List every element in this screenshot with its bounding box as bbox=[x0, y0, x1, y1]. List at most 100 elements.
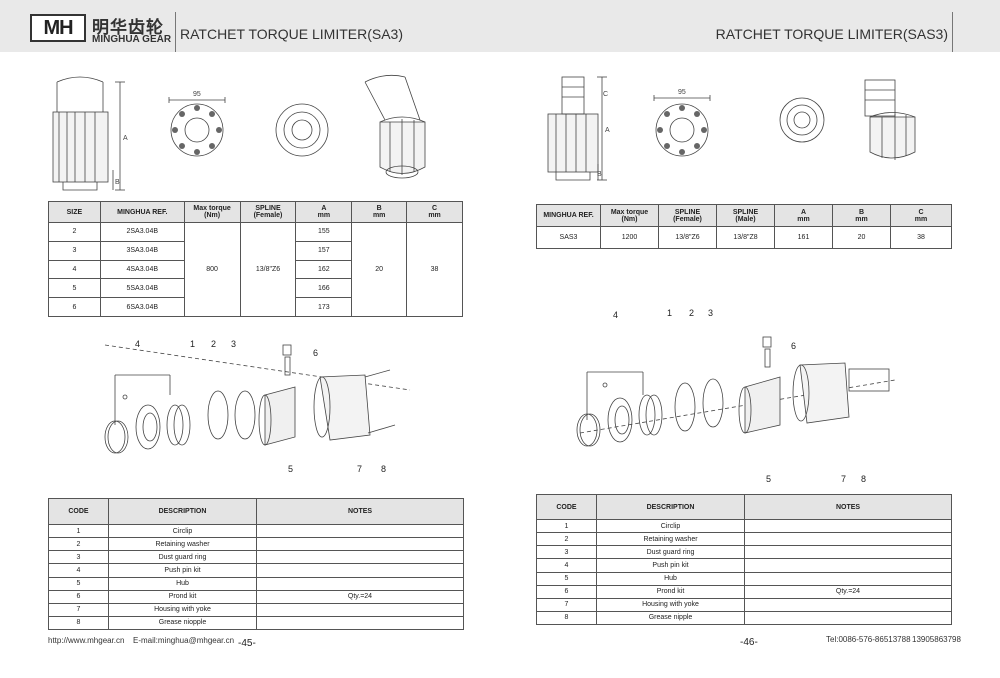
callout-1: 1 bbox=[667, 308, 673, 318]
footer-website: http://www.mhgear.cn bbox=[48, 636, 125, 645]
cell-code: 3 bbox=[48, 550, 109, 565]
cell-description: Grease niopple bbox=[108, 615, 257, 631]
footer-mobile: 13905863798 bbox=[912, 635, 961, 644]
cell-notes bbox=[256, 523, 464, 539]
col-header-size: SIZE bbox=[48, 201, 101, 223]
sa3-technical-drawing: 95 A B bbox=[52, 74, 426, 191]
page-number-right: -46- bbox=[740, 637, 758, 648]
cell-size: 6 bbox=[48, 297, 101, 317]
cell-a: 162 bbox=[295, 259, 353, 280]
cell-code: 7 bbox=[48, 602, 109, 617]
logo-english-name: MINGHUA GEAR bbox=[92, 34, 172, 45]
cell-notes bbox=[744, 518, 952, 534]
cell-b: 20 bbox=[832, 226, 891, 249]
cell-spline-male: 13/8"Z8 bbox=[716, 226, 775, 249]
cell-code: 3 bbox=[536, 545, 597, 560]
table-row: SAS3 1200 13/8"Z6 13/8"Z8 161 20 38 bbox=[536, 226, 952, 249]
logo-chinese-name: 明华齿轮 bbox=[92, 18, 164, 38]
header-divider bbox=[175, 12, 176, 52]
cell-notes bbox=[256, 576, 464, 591]
cell-description: Retaining washer bbox=[108, 537, 257, 552]
cell-notes: Qty.=24 bbox=[256, 589, 464, 604]
dim-95-label: 95 bbox=[678, 89, 686, 96]
col-header-b: B mm bbox=[351, 201, 408, 223]
cell-a: 166 bbox=[295, 278, 353, 299]
cell-spline-female: 13/8"Z6 bbox=[658, 226, 717, 249]
cell-description: Housing with yoke bbox=[108, 602, 257, 617]
cell-description: Hub bbox=[108, 576, 257, 591]
callout-5: 5 bbox=[766, 474, 772, 484]
col-header-code: CODE bbox=[48, 498, 109, 525]
callout-4: 4 bbox=[135, 339, 141, 349]
callout-5: 5 bbox=[288, 464, 294, 474]
cell-code: 2 bbox=[536, 532, 597, 547]
page-title-right: RATCHET TORQUE LIMITER(SAS3) bbox=[715, 26, 948, 42]
dim-b-label: B bbox=[115, 179, 120, 186]
cell-notes bbox=[744, 545, 952, 560]
col-header-spline-male: SPLINE (Male) bbox=[716, 204, 775, 227]
sas3-technical-drawing: 95 A C B bbox=[547, 76, 916, 181]
table-row: 2 2SA3.04B 800 13/8"Z6 155 20 38 bbox=[48, 222, 463, 317]
callout-6: 6 bbox=[791, 341, 797, 351]
cell-code: 2 bbox=[48, 537, 109, 552]
cell-c: 38 bbox=[406, 222, 463, 317]
col-header-ref: MINGHUA REF. bbox=[536, 204, 601, 227]
cell-description: Circlip bbox=[108, 523, 257, 539]
cell-description: Prond kit bbox=[596, 584, 745, 599]
cell-notes: Qty.=24 bbox=[744, 584, 952, 599]
cell-ref: SAS3 bbox=[536, 226, 601, 249]
cell-c: 38 bbox=[890, 226, 952, 249]
cell-code: 6 bbox=[48, 589, 109, 604]
cell-notes bbox=[744, 610, 952, 626]
col-header-max-torque: Max torque (Nm) bbox=[183, 201, 241, 223]
cell-description: Dust guard ring bbox=[596, 545, 745, 560]
header-divider-right bbox=[952, 12, 953, 52]
col-header-spline-female: SPLINE (Female) bbox=[239, 201, 297, 223]
cell-code: 7 bbox=[536, 597, 597, 612]
cell-ref: 5SA3.04B bbox=[99, 278, 185, 299]
cell-code: 5 bbox=[536, 571, 597, 586]
callout-4: 4 bbox=[613, 310, 619, 320]
cell-notes bbox=[256, 602, 464, 617]
cell-ref: 4SA3.04B bbox=[99, 259, 185, 280]
cell-description: Circlip bbox=[596, 518, 745, 534]
cell-code: 8 bbox=[536, 610, 597, 626]
cell-description: Retaining washer bbox=[596, 532, 745, 547]
cell-notes bbox=[256, 615, 464, 631]
callout-8: 8 bbox=[381, 464, 387, 474]
cell-notes bbox=[256, 563, 464, 578]
cell-a: 173 bbox=[295, 297, 353, 317]
cell-ref: 3SA3.04B bbox=[99, 240, 185, 261]
cell-notes bbox=[256, 537, 464, 552]
footer-email: E-mail:minghua@mhgear.cn bbox=[133, 636, 235, 645]
callout-7: 7 bbox=[841, 474, 847, 484]
cell-a: 157 bbox=[295, 240, 353, 261]
cell-spline: 13/8"Z6 bbox=[239, 222, 297, 317]
table-row: 6 6SA3.04B 173 bbox=[48, 297, 463, 317]
cell-ref: 2SA3.04B bbox=[99, 222, 185, 242]
cell-description: Hub bbox=[596, 571, 745, 586]
cell-b: 20 bbox=[351, 222, 408, 317]
cell-description: Housing with yoke bbox=[596, 597, 745, 612]
cell-code: 8 bbox=[48, 615, 109, 631]
cell-a: 155 bbox=[295, 222, 353, 242]
col-header-notes: NOTES bbox=[744, 494, 952, 520]
cell-description: Push pin kit bbox=[108, 563, 257, 578]
cell-size: 3 bbox=[48, 240, 101, 261]
col-header-spline-female: SPLINE (Female) bbox=[658, 204, 717, 227]
callout-3: 3 bbox=[708, 308, 714, 318]
dim-a-label: A bbox=[605, 127, 610, 134]
col-header-notes: NOTES bbox=[256, 498, 464, 525]
